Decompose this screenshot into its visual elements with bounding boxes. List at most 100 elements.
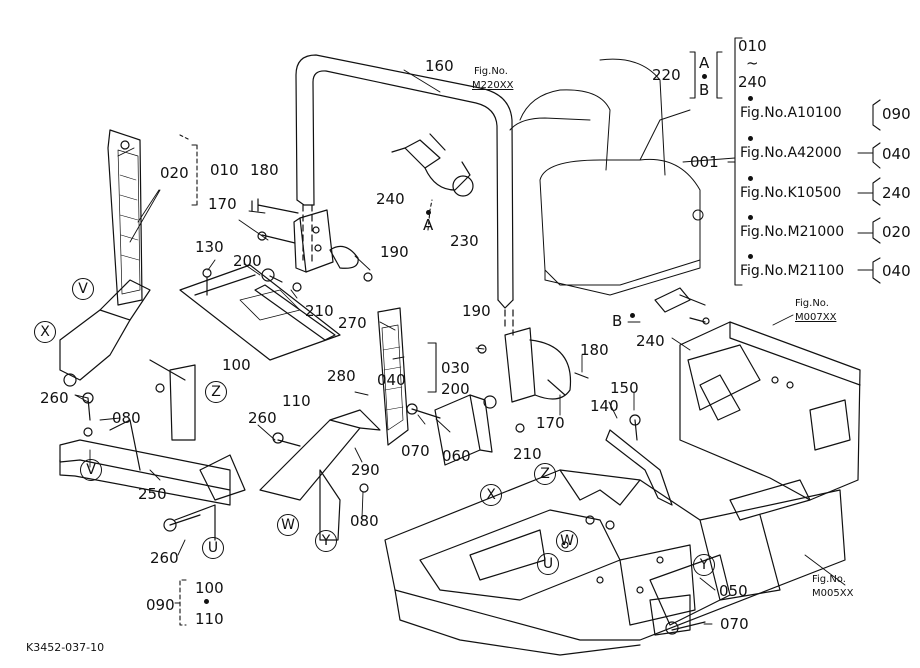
seatbelt-buckle [391, 133, 474, 197]
ref-b-label: B [612, 312, 623, 330]
part-label-010: 010 [210, 161, 239, 179]
part-label-030: 030 [441, 359, 470, 377]
part-label-200-top: 200 [233, 252, 262, 270]
bracket-060 [434, 394, 493, 466]
part-label-110: 110 [282, 392, 311, 410]
fig-ref-a42000: Fig.No.A42000 [740, 145, 842, 161]
fig-ref-m21100: Fig.No.M21100 [740, 263, 845, 279]
lower-bracket-250 [59, 419, 246, 541]
fig-dot-4 [748, 254, 753, 259]
fig-dot-0 [748, 96, 753, 101]
part-label-290: 290 [351, 461, 380, 479]
part-label-070-bottom: 070 [720, 615, 749, 633]
part-label-180-mid: 180 [580, 341, 609, 359]
part-label-250: 250 [138, 485, 167, 503]
part-label-170-right: 170 [536, 414, 565, 432]
side-panel-left [107, 129, 143, 306]
ref-circle-u-right: U [537, 553, 559, 575]
part-label-150: 150 [610, 379, 639, 397]
part-label-240-top: 240 [376, 190, 405, 208]
part-label-260-mid: 260 [248, 409, 277, 427]
part-label-100-bottom: 100 [195, 579, 224, 597]
seat-outline [509, 58, 704, 296]
fig-m220-code: M220XX [472, 80, 514, 91]
fasteners [82, 198, 710, 635]
part-label-210-mid: 210 [513, 445, 542, 463]
lever-assembly-left [59, 279, 196, 441]
rops-bracket-left [293, 209, 359, 273]
part-label-080-mid: 080 [350, 512, 379, 530]
ref-a-label: A [423, 216, 434, 234]
ref-circle-w-left: W [277, 514, 299, 536]
bracket-280-290 [259, 409, 381, 541]
part-label-100: 100 [222, 356, 251, 374]
fig-code-m21000: 020 [882, 223, 911, 241]
ref-circle-x-left: X [34, 321, 56, 343]
part-label-260-bottom: 260 [150, 549, 179, 567]
bracket-001-to: 240 [738, 73, 767, 91]
ref-b-dot [630, 313, 635, 318]
bracket-001-from: 010 [738, 37, 767, 55]
drawing-id: K3452-037-10 [26, 641, 105, 654]
ref-a-dot [426, 210, 431, 215]
part-label-001: 001 [690, 153, 719, 171]
chassis-frame [384, 469, 846, 656]
bracket-220-dot [702, 74, 707, 79]
rops-bracket-right [504, 327, 572, 403]
ref-circle-y-left: Y [315, 530, 337, 552]
part-label-280: 280 [327, 367, 356, 385]
fig-m220-title: Fig.No. [474, 66, 508, 77]
fig-dot-2 [748, 176, 753, 181]
part-label-160: 160 [425, 57, 454, 75]
group-brackets [174, 37, 881, 626]
part-label-200-mid: 200 [441, 380, 470, 398]
part-label-090: 090 [146, 596, 175, 614]
fig-m007-code: M007XX [795, 312, 837, 323]
ref-circle-x-mid: X [480, 484, 502, 506]
part-label-170-left: 170 [208, 195, 237, 213]
part-label-240-b: 240 [636, 332, 665, 350]
fig-code-a42000: 040 [882, 145, 911, 163]
part-label-070-mid: 070 [401, 442, 430, 460]
fig-ref-k10500: Fig.No.K10500 [740, 185, 842, 201]
ref-circle-v-bottom: V [80, 459, 102, 481]
bracket-090-dot [204, 599, 209, 604]
ref-circle-v-top: V [72, 278, 94, 300]
part-label-190-mid: 190 [462, 302, 491, 320]
part-label-230: 230 [450, 232, 479, 250]
fig-code-a10100: 090 [882, 105, 911, 123]
bracket-140-150 [605, 429, 673, 506]
fig-ref-a10100: Fig.No.A10100 [740, 105, 842, 121]
ref-circle-u-left: U [202, 537, 224, 559]
rear-fender-plate [679, 321, 861, 501]
part-label-040: 040 [377, 371, 406, 389]
fig-code-m21100: 040 [882, 262, 911, 280]
part-label-130: 130 [195, 238, 224, 256]
fig-m007-title: Fig.No. [795, 298, 829, 309]
fig-dot-3 [748, 215, 753, 220]
strip-270 [254, 284, 336, 341]
leader-lines [74, 69, 846, 625]
ref-circle-z-mid: Z [534, 463, 556, 485]
part-label-260-left: 260 [40, 389, 69, 407]
fig-m005-code: M005XX [812, 588, 854, 599]
fig-dot-1 [748, 136, 753, 141]
part-label-180-top: 180 [250, 161, 279, 179]
part-label-020: 020 [160, 164, 189, 182]
ref-circle-w-right: W [556, 530, 578, 552]
part-label-140: 140 [590, 397, 619, 415]
part-label-050: 050 [719, 582, 748, 600]
part-label-060: 060 [442, 447, 471, 465]
part-label-190-top: 190 [380, 243, 409, 261]
ref-circle-z-left: Z [205, 381, 227, 403]
fig-m005-title: Fig.No. [812, 574, 846, 585]
part-label-210-top: 210 [305, 302, 334, 320]
part-label-110-bottom: 110 [195, 610, 224, 628]
part-label-220: 220 [652, 66, 681, 84]
part-label-080-left: 080 [112, 409, 141, 427]
side-panel-mid [377, 307, 409, 446]
bracket-220-bottom: B [699, 81, 710, 99]
bracket-220-top: A [699, 54, 710, 72]
fig-code-k10500: 240 [882, 184, 911, 202]
